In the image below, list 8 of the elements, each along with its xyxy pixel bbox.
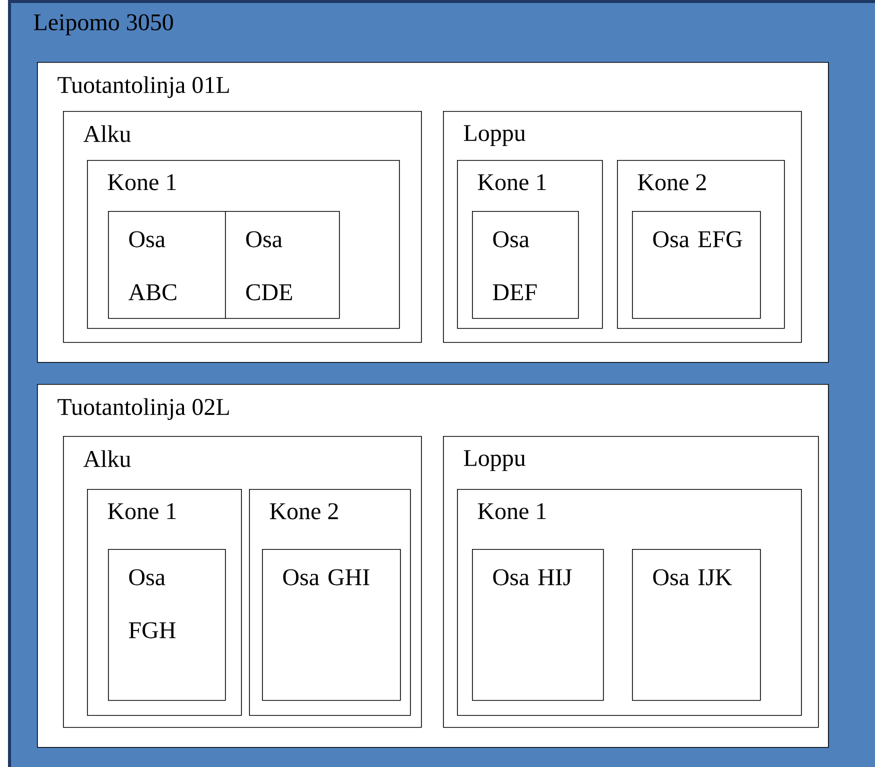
part-box: Osa EFG [632,211,761,319]
part-box: Osa CDE [225,211,340,319]
part-box: Osa FGH [108,549,226,701]
part-box: Osa IJK [632,549,761,701]
part-box: Osa ABC [108,211,226,319]
part-box: Osa GHI [262,549,401,701]
part-box: Osa DEF [472,211,579,319]
part-box: Osa HIJ [472,549,604,701]
